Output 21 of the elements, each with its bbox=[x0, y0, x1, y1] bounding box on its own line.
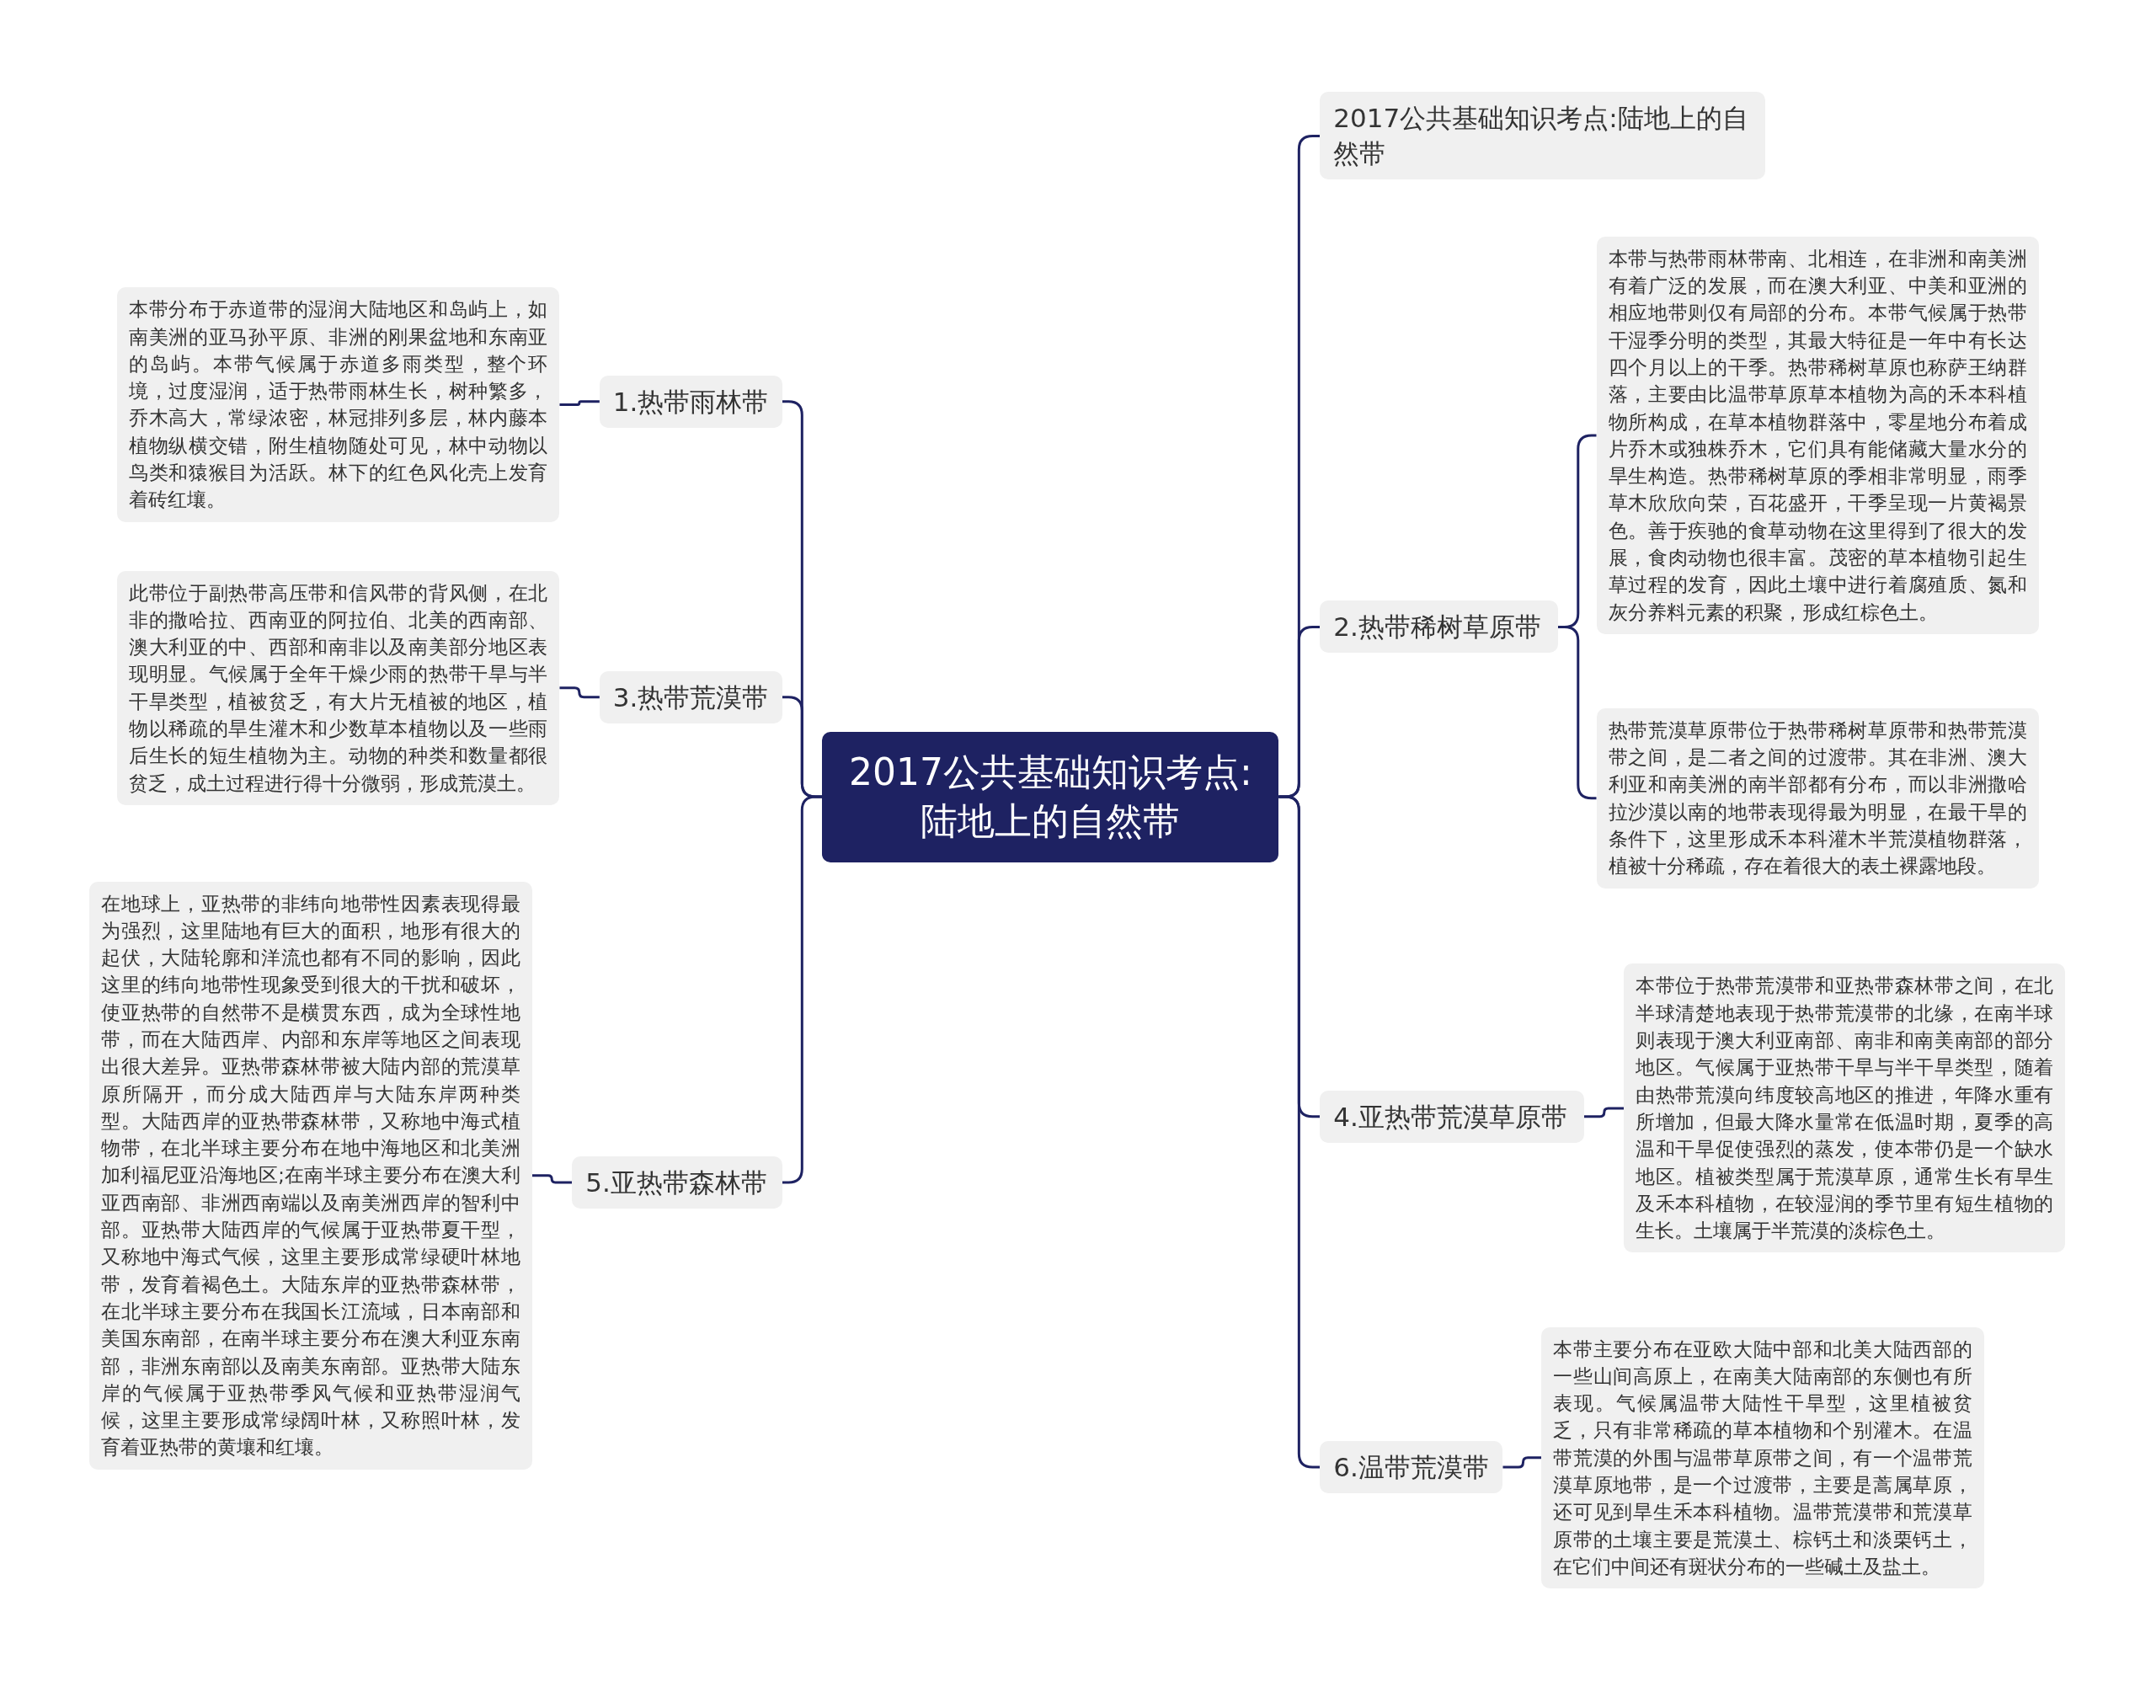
topic-box: 5.亚热带森林带 bbox=[572, 1156, 782, 1209]
central-topic-box: 2017公共基础知识考点:陆地上的自然带 bbox=[822, 731, 1279, 862]
text-card: 本带主要分布在亚欧大陆中部和北美大陆西部的一些山间高原上，在南美大陆南部的东侧也有所表现。气候属温带大陆性干旱型，这里植被贫乏，只有非常稀疏的草本植物和个别灌木。在温带荒漠的外围与温带草原带之间，有一个温带荒漠草原地带，是一个过渡带，主要是蒿属草原，还可见到旱生禾本科植物。温带荒漠带和荒漠草原带的土壤主要是荒漠土、棕钙土和淡栗钙土，在它们中间还有斑状分布的一些碱土及盐土。 bbox=[1541, 1326, 1984, 1589]
text-card: 本带与热带雨林带南、北相连，在非洲和南美洲有着广泛的发展，而在澳大利亚、中美和亚洲的相应地带则仅有局部的分布。本带气候属于热带干湿季分明的类型，其最大特征是一年中有长达四个月以上的干季。热带稀树草原也称萨王纳群落，主要由比温带草原草本植物为高的禾本科植物所构成，在草本植物群落中，零星地分布着成片乔木或独株乔木，它们具有能储藏大量水分的旱生构造。热带稀树草原的季相非常明显，雨季草木欣欣向荣，百花盛开，干季呈现一片黄褐景色。善于疾驰的食草动物在这里得到了很大的发展，食肉动物也很丰富。茂密的草本植物引起生草过程的发育，因此土壤中进行着腐殖质、氮和灰分养料元素的积聚，形成红棕色土。 bbox=[1596, 236, 2040, 634]
text-card: 此带位于副热带高压带和信风带的背风侧，在北非的撒哈拉、西南亚的阿拉伯、北美的西南部、澳大利亚的中、西部和南非以及南美部分地区表现明显。气候属于全年干燥少雨的热带干旱与半干旱类型，植被贫乏，有大片无植被的地区，植物以稀疏的旱生灌木和少数草本植物以及一些雨后生长的短生植物为主。动物的种类和数量都很贫乏，成土过程进行得十分微弱，形成荒漠土。 bbox=[116, 570, 560, 805]
text-card: 本带位于热带荒漠带和亚热带森林带之间，在北半球清楚地表现于热带荒漠带的北缘，在南半球则表现于澳大利亚南部、南非和南美南部的部分地区。气候属于亚热带干旱与半干旱类型，随着由热带荒漠向纬度较高地区的推进，年降水重有所增加，但最大降水量常在低温时期，夏季的高温和干旱促使强烈的蒸发，使本带仍是一个缺水地区。植被类型属于荒漠草原，通常生长有旱生及禾本科植物，在较湿润的季节里有短生植物的生长。土壤属于半荒漠的淡棕色土。 bbox=[1624, 963, 2066, 1253]
connector-line bbox=[531, 1174, 573, 1184]
connector-line bbox=[1583, 1107, 1625, 1118]
text-card: 本带分布于赤道带的湿润大陆地区和岛屿上，如南美洲的亚马孙平原、非洲的刚果盆地和东南亚的岛屿。本带气候属于赤道多雨类型，整个环境，过度湿润，适于热带雨林生长，树种繁多，乔木高大，常绿浓密，林冠排列多层，林内藤本植物纵横交错，附生植物随处可见，林中动物以鸟类和猿猴目为活跃。林下的红色风化壳上发育着砖红壤。 bbox=[116, 287, 560, 522]
text-card: 热带荒漠草原带位于热带稀树草原带和热带荒漠带之间，是二者之间的过渡带。其在非洲、澳大利亚和南美洲的南半部都有分布，而以非洲撒哈拉沙漠以南的地带表现得最为明显，在最干旱的条件下，这里形成禾本科灌木半荒漠植物群落，植被十分稀疏，存在着很大的表土裸露地段。 bbox=[1596, 707, 2040, 889]
topic-box: 6.温带荒漠带 bbox=[1320, 1441, 1503, 1493]
topic-box: 3.热带荒漠带 bbox=[599, 670, 782, 723]
topic-box: 2.热带稀树草原带 bbox=[1320, 600, 1558, 654]
topic-box: 4.亚热带荒漠草原带 bbox=[1320, 1090, 1584, 1143]
connector-line bbox=[559, 686, 600, 699]
connector-line bbox=[559, 400, 600, 406]
topic-box: 1.热带雨林带 bbox=[599, 375, 782, 428]
connector-line bbox=[1502, 1456, 1542, 1469]
topic-box: 2017公共基础知识考点:陆地上的自然带 bbox=[1320, 92, 1766, 180]
text-card: 在地球上，亚热带的非纬向地带性因素表现得最为强烈，这里陆地有巨大的面积，地形有很大的起伏，大陆轮廓和洋流也都有不同的影响，因此这里的纬向地带性现象受到很大的干扰和破坏，使亚热带的自然带不是横贯东西，成为全球性地带，而在大陆西岸、内部和东岸等地区之间表现出很大差异。亚热带森林带被大陆内部的荒漠草原所隔开，而分成大陆西岸与大陆东岸两种类型。大陆西岸的亚热带森林带，又称地中海式植物带，在北半球主要分布在地中海地区和北美洲加利福尼亚沿海地区;在南半球主要分布在澳大利亚西南部、非洲西南端以及南美洲西岸的智利中部。亚热带大陆西岸的气候属于亚热带夏干型，又称地中海式气候，这里主要形成常绿硬叶林地带，发育着褐色土。大陆东岸的亚热带森林带，在北半球主要分布在我国长江流域，日本南部和美国东南部，在南半球主要分布在澳大利亚东南部，非洲东南部以及南美东南部。亚热带大陆东岸的气候属于亚热带季风气候和亚热带湿润气候，这里主要形成常绿阔叶林，又称照叶林，发育着亚热带的黄壤和红壤。 bbox=[89, 881, 532, 1470]
connector-line bbox=[782, 795, 823, 1184]
